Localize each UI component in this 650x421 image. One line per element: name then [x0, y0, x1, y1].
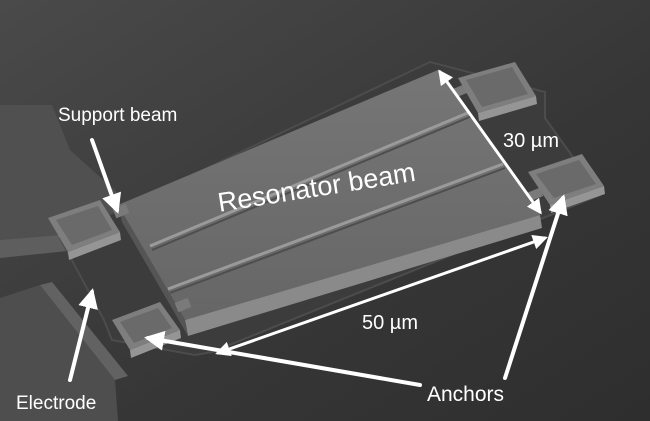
- length-dimension-arrow: [215, 234, 548, 357]
- width-dimension-arrow: [438, 69, 542, 215]
- length-dimension-label: 50 µm: [362, 312, 418, 334]
- annotation-arrows: [68, 69, 568, 387]
- support-beam-label: Support beam: [58, 105, 178, 126]
- anchors-label: Anchors: [427, 383, 505, 406]
- width-dimension-label: 30 µm: [503, 130, 559, 152]
- electrode-label: Electrode: [16, 393, 97, 414]
- electrode-arrow: [68, 288, 98, 382]
- anchors-arrow-right: [503, 194, 568, 380]
- support-beam-arrow: [90, 138, 122, 214]
- anchor-pad-left-upper: [48, 200, 121, 260]
- anchors-arrow-left: [144, 330, 422, 387]
